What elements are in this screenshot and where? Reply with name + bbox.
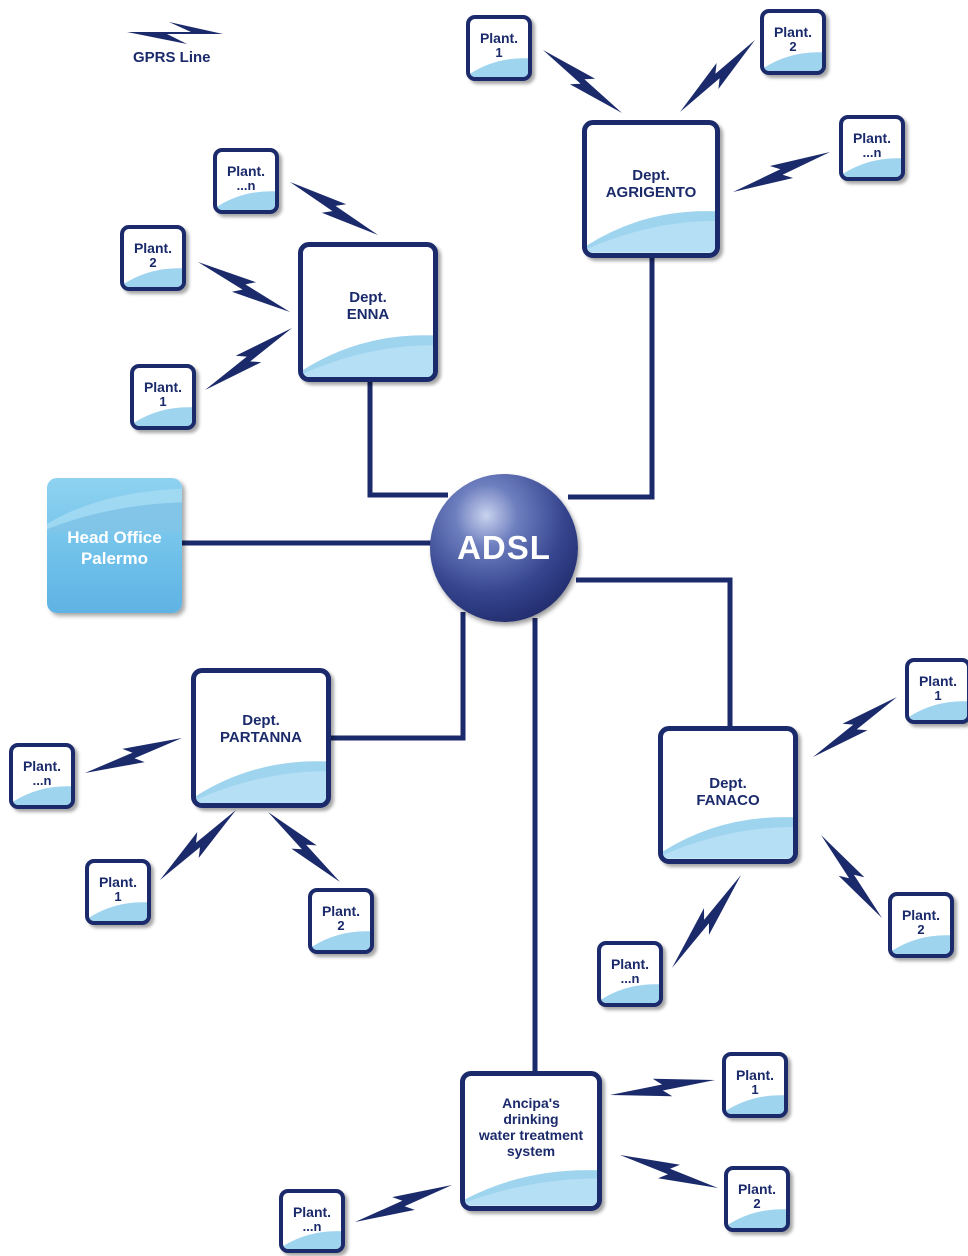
gprs-bolt-fanaco-n [672,875,741,968]
plant-ancipa-1[interactable]: Plant. 1 [722,1052,788,1118]
legend-gprs-line: GPRS Line [133,49,211,66]
plant-number: 1 [159,394,167,409]
dept-ancipa-line3: water treatment [478,1127,584,1143]
gprs-bolt-ancipa-2 [620,1155,718,1188]
link-agrigento-adsl [568,258,655,500]
gprs-bolt-icon [127,22,223,44]
plant-fanaco-2[interactable]: Plant. 2 [888,892,954,958]
dept-enna-line2: ENNA [346,306,390,323]
dept-fanaco-line2: FANACO [696,792,760,809]
gprs-bolt-ancipa-1 [610,1078,715,1097]
plant-number: 2 [917,922,925,937]
dept-enna-line1: Dept. [349,289,387,306]
plant-label: Plant. [133,240,173,256]
plant-label: Plant. [610,956,650,972]
plant-enna-1[interactable]: Plant. 1 [130,364,196,430]
plant-number: ...n [32,773,52,788]
dept-agrigento[interactable]: Dept. AGRIGENTO [582,120,720,258]
plant-number: 2 [753,1196,761,1211]
dept-fanaco[interactable]: Dept. FANACO [658,726,798,864]
dept-ancipa[interactable]: Ancipa's drinking water treatment system [460,1071,602,1211]
dept-partanna-line1: Dept. [242,712,280,729]
plant-label: Plant. [226,163,266,179]
gprs-bolt-agrigento-1 [543,50,622,113]
link-enna-adsl [367,378,448,498]
adsl-label: ADSL [457,529,551,566]
plant-label: Plant. [479,30,519,46]
gprs-bolt-agrigento-2 [680,40,755,112]
plant-label: Plant. [901,907,941,923]
plant-ancipa-2[interactable]: Plant. 2 [724,1166,790,1232]
dept-ancipa-line1: Ancipa's [502,1095,560,1111]
gprs-bolt-enna-2 [198,262,290,312]
adsl-hub[interactable]: ADSL [430,474,578,622]
dept-enna[interactable]: Dept. ENNA [298,242,438,382]
plant-label: Plant. [98,874,138,890]
plant-label: Plant. [737,1181,777,1197]
gprs-bolt-partanna-1 [160,810,236,880]
plant-partanna-n[interactable]: Plant. ...n [9,743,75,809]
plant-enna-n[interactable]: Plant. ...n [213,148,279,214]
plant-fanaco-n[interactable]: Plant. ...n [597,941,663,1007]
head-office-line2: Palermo [80,549,149,568]
gprs-bolt-fanaco-2 [821,835,882,918]
gprs-bolt-enna-1 [205,328,292,390]
gprs-bolt-agrigento-n [733,152,830,192]
plant-number: ...n [302,1219,322,1234]
plant-number: 2 [789,39,797,54]
plant-partanna-1[interactable]: Plant. 1 [85,859,151,925]
plant-agrigento-2[interactable]: Plant. 2 [760,9,826,75]
plant-number: 2 [337,918,345,933]
dept-ancipa-line2: drinking [503,1111,559,1127]
link-fanaco-adsl [576,577,733,726]
plant-enna-2[interactable]: Plant. 2 [120,225,186,291]
plant-fanaco-1[interactable]: Plant. 1 [905,658,968,724]
gprs-bolt-partanna-n [85,738,182,773]
dept-agrigento-line1: Dept. [632,167,670,184]
plant-label: Plant. [735,1067,775,1083]
plant-partanna-2[interactable]: Plant. 2 [308,888,374,954]
dept-fanaco-line1: Dept. [709,775,747,792]
plant-label: Plant. [292,1204,332,1220]
head-office-line1: Head Office [67,528,162,547]
plant-label: Plant. [773,24,813,40]
gprs-bolt-enna-n [290,182,378,235]
dept-agrigento-line2: AGRIGENTO [605,184,697,201]
plant-number: 1 [751,1082,759,1097]
dept-partanna[interactable]: Dept. PARTANNA [191,668,331,808]
dept-ancipa-line4: system [506,1143,556,1159]
gprs-bolt-partanna-2 [268,812,340,882]
plant-number: 2 [149,255,157,270]
plant-number: ...n [620,971,640,986]
head-office-node[interactable]: Head Office Palermo [47,478,182,613]
plant-number: 1 [114,889,122,904]
plant-number: 1 [934,688,942,703]
plant-number: ...n [236,178,256,193]
plant-label: Plant. [918,673,958,689]
dept-partanna-line2: PARTANNA [220,729,302,746]
plant-label: Plant. [852,130,892,146]
plant-label: Plant. [143,379,183,395]
plant-label: Plant. [22,758,62,774]
gprs-bolt-ancipa-n [355,1185,452,1222]
gprs-bolt-fanaco-1 [813,697,897,757]
plant-label: Plant. [321,903,361,919]
plant-number: ...n [862,145,882,160]
plant-number: 1 [495,45,503,60]
plant-ancipa-n[interactable]: Plant. ...n [279,1189,345,1253]
link-partanna-adsl [330,612,466,741]
plant-agrigento-1[interactable]: Plant. 1 [466,15,532,81]
plant-agrigento-n[interactable]: Plant. ...n [839,115,905,181]
